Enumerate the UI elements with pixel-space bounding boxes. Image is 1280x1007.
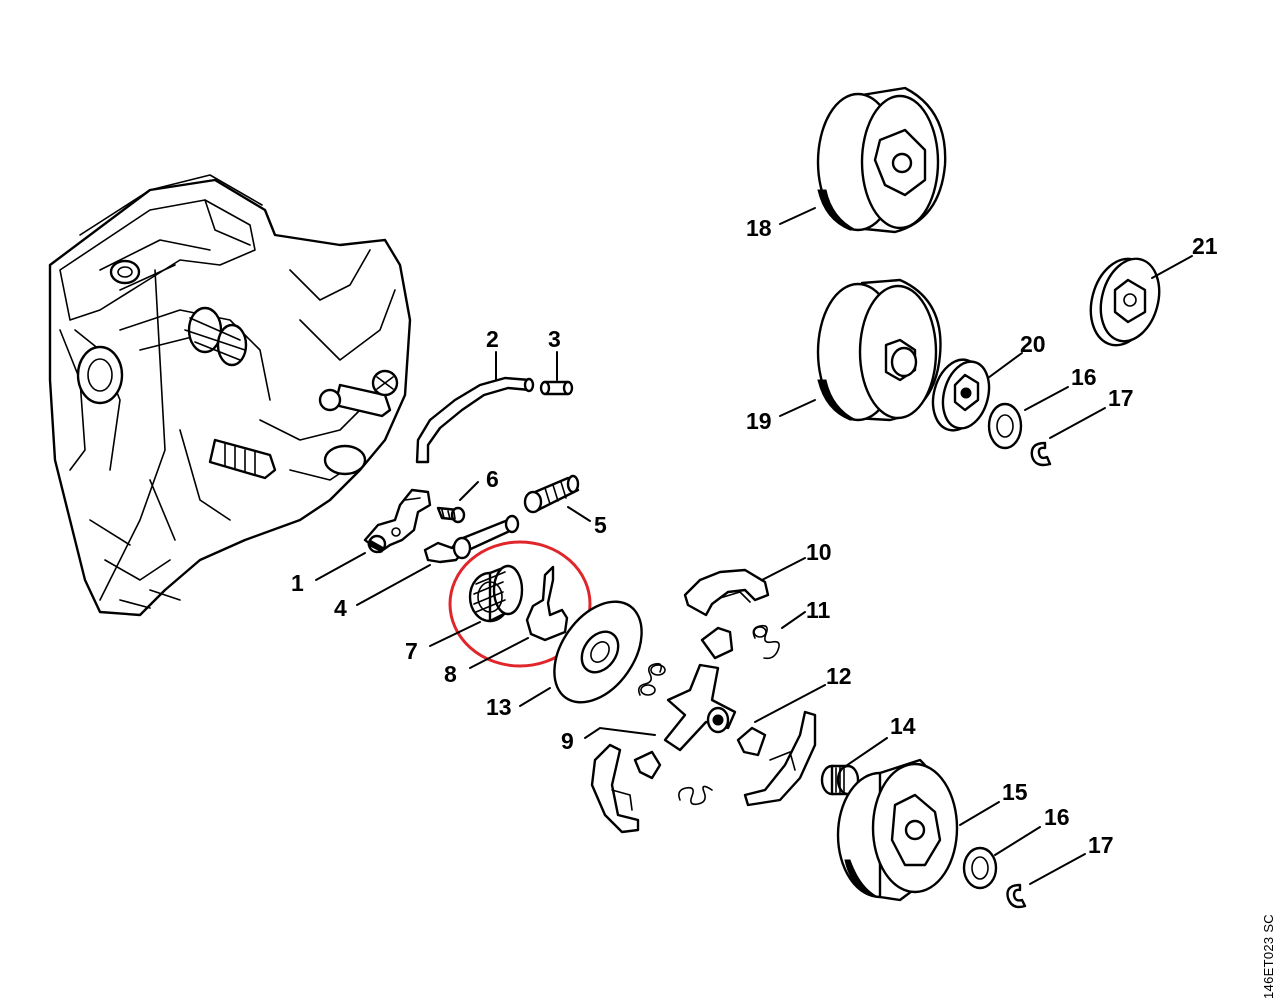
clutch-spring bbox=[678, 785, 713, 806]
clutch-carrier bbox=[663, 663, 737, 752]
washer bbox=[987, 402, 1023, 450]
highlight-circle bbox=[448, 540, 592, 668]
callout-14: 14 bbox=[890, 713, 916, 739]
cylinder-stud bbox=[184, 306, 248, 367]
needle-bearing bbox=[468, 564, 524, 623]
callout-17: 17 bbox=[1108, 385, 1134, 411]
clutch-shoe-guide bbox=[633, 750, 662, 780]
callout-15: 15 bbox=[1002, 779, 1028, 805]
callout-21: 21 bbox=[1192, 233, 1218, 259]
rim-sprocket bbox=[1089, 257, 1161, 347]
clutch-spring bbox=[638, 662, 666, 696]
clutch-shoe-guide bbox=[700, 626, 734, 660]
clutch-shoe bbox=[590, 743, 640, 834]
callout-6: 6 bbox=[486, 466, 499, 492]
callout-19: 19 bbox=[746, 408, 772, 434]
cylinder-stud bbox=[208, 438, 277, 480]
rim-sprocket bbox=[931, 358, 991, 432]
washer bbox=[962, 846, 998, 890]
e-clip bbox=[1006, 883, 1027, 909]
callout-1: 1 bbox=[291, 570, 304, 596]
callout-5: 5 bbox=[594, 512, 607, 538]
callout-8: 8 bbox=[444, 661, 457, 687]
hose-connector bbox=[539, 380, 574, 396]
clutch-spring bbox=[752, 624, 780, 660]
callout-numbers: 1 2 3 4 5 6 7 8 9 10 11 12 13 14 15 16 1… bbox=[291, 215, 1218, 858]
clutch-shoe-guide bbox=[736, 726, 767, 757]
callout-4: 4 bbox=[334, 595, 347, 621]
clutch-shoe bbox=[683, 568, 770, 617]
callout-16: 16 bbox=[1071, 364, 1097, 390]
document-code: 146ET023 SC bbox=[1261, 914, 1276, 999]
callout-2: 2 bbox=[486, 326, 499, 352]
callout-12: 12 bbox=[826, 663, 852, 689]
clutch-drum-spur-sprocket bbox=[816, 278, 942, 422]
oil-pump-worm bbox=[523, 474, 580, 514]
callout-20: 20 bbox=[1020, 331, 1046, 357]
callout-10: 10 bbox=[806, 539, 832, 565]
callout-11: 11 bbox=[806, 597, 831, 623]
spring-wire-clip bbox=[525, 565, 569, 642]
clutch-drum-rim-sprocket bbox=[816, 86, 947, 234]
callout-17: 17 bbox=[1088, 832, 1114, 858]
washer bbox=[553, 600, 643, 704]
leader-lines bbox=[315, 207, 1193, 885]
callout-16: 16 bbox=[1044, 804, 1070, 830]
clutch-drum bbox=[836, 758, 959, 902]
oil-suction-hose bbox=[423, 514, 520, 564]
bolt-head bbox=[371, 369, 399, 397]
oil-hose bbox=[415, 376, 535, 464]
callout-13: 13 bbox=[486, 694, 512, 720]
oil-pump-body bbox=[363, 488, 432, 554]
callout-9: 9 bbox=[561, 728, 574, 754]
engine-crankcase bbox=[48, 174, 412, 617]
screw bbox=[436, 506, 466, 524]
e-clip bbox=[1030, 441, 1052, 467]
clutch-shoe bbox=[743, 710, 817, 807]
callout-7: 7 bbox=[405, 638, 418, 664]
callout-3: 3 bbox=[548, 326, 561, 352]
callout-18: 18 bbox=[746, 215, 772, 241]
